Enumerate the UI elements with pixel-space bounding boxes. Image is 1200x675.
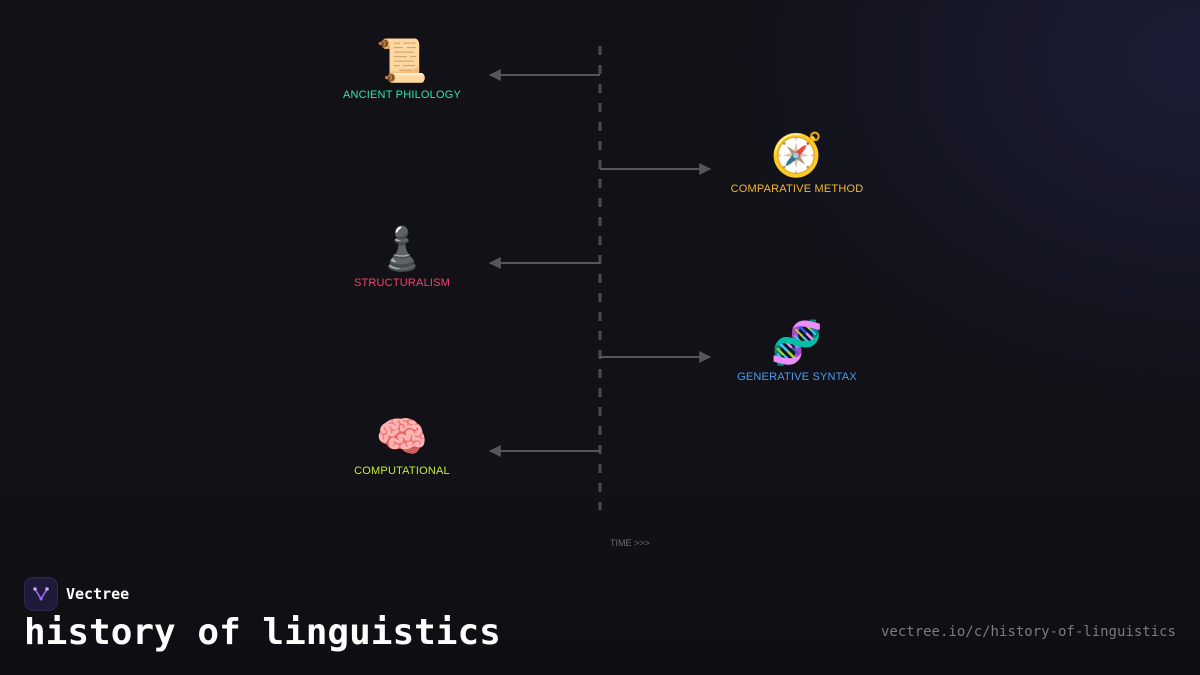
timeline-node[interactable]: 📜 ANCIENT PHILOLOGY xyxy=(292,35,512,101)
node-label: STRUCTURALISM xyxy=(353,277,451,289)
timeline-node[interactable]: 🧠 COMPUTATIONAL xyxy=(292,411,512,477)
vectree-logo-icon xyxy=(24,577,58,611)
timeline-connectors xyxy=(488,69,712,457)
timeline-node[interactable]: 🧭 COMPARATIVE METHOD xyxy=(687,129,907,195)
node-icon: 📜 xyxy=(375,36,429,85)
node-label: COMPUTATIONAL xyxy=(354,465,450,477)
timeline-node[interactable]: ♟️ STRUCTURALISM xyxy=(292,223,512,289)
node-label: COMPARATIVE METHOD xyxy=(730,183,864,195)
node-icon: ♟️ xyxy=(375,224,429,273)
node-icon: 🧠 xyxy=(375,412,429,461)
node-icon: 🧭 xyxy=(770,130,824,179)
node-label: ANCIENT PHILOLOGY xyxy=(342,89,462,101)
node-icon: 🧬 xyxy=(770,318,824,367)
time-axis-label: TIME >>> xyxy=(610,538,650,548)
page-title: history of linguistics xyxy=(24,612,501,653)
brand-name: Vectree xyxy=(66,585,130,603)
brand[interactable]: Vectree xyxy=(24,577,129,611)
node-label: GENERATIVE SYNTAX xyxy=(737,371,857,383)
timeline-node[interactable]: 🧬 GENERATIVE SYNTAX xyxy=(687,317,907,383)
page-url[interactable]: vectree.io/c/history-of-linguistics xyxy=(880,624,1176,640)
